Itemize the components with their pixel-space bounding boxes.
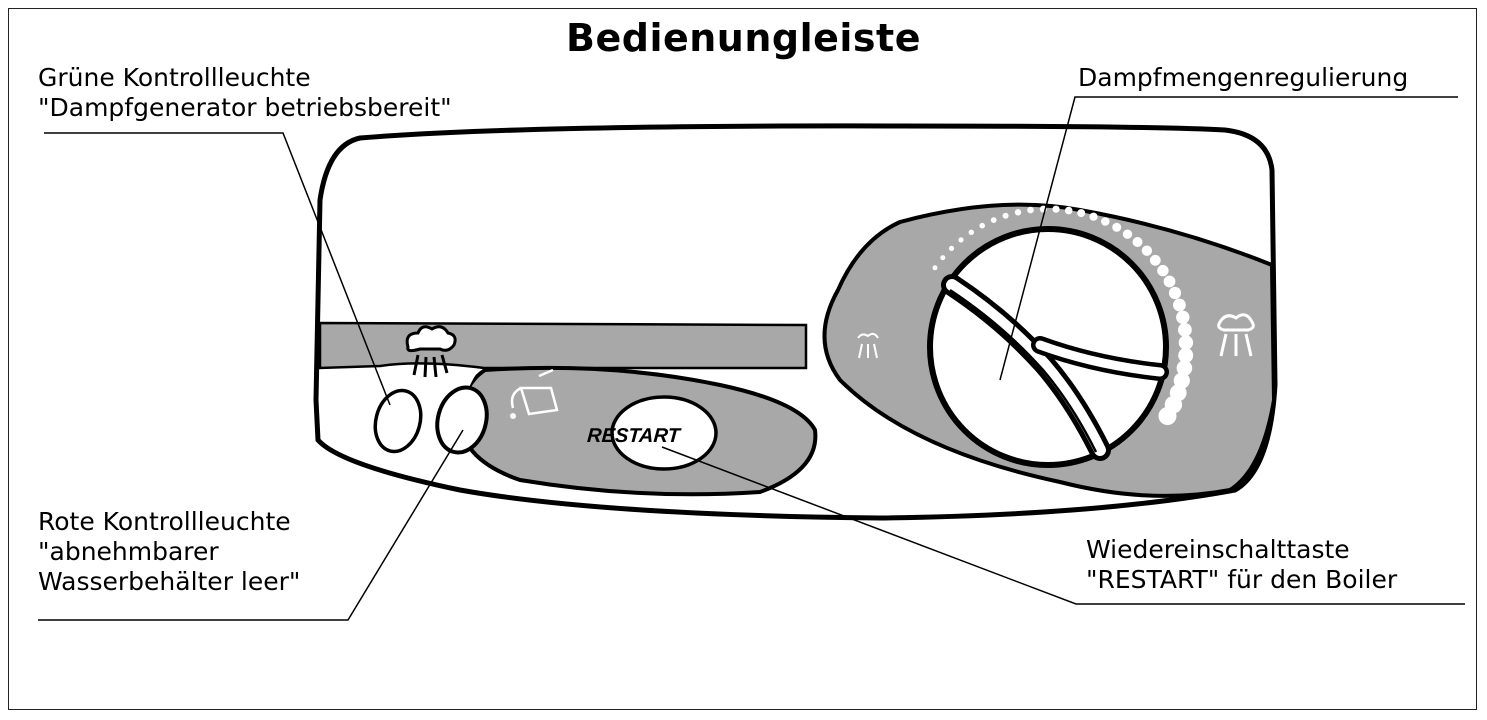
restart-button[interactable] — [610, 395, 718, 471]
dial-grip-edge-inner — [1035, 340, 1165, 377]
leader-red-light — [38, 429, 464, 621]
label-steam-regulation-line1: Dampfmengenregulierung — [1078, 63, 1409, 92]
steam-level-dot — [940, 255, 946, 261]
steam-level-dot — [1052, 205, 1060, 213]
steam-level-dot — [979, 222, 985, 229]
red-indicator-light — [435, 385, 489, 455]
steam-level-dots — [932, 205, 1194, 425]
steam-level-dot — [1163, 275, 1176, 288]
steam-level-dot — [1014, 209, 1022, 216]
diagram-title: Bedienungleiste — [566, 16, 921, 60]
water-jug-icon — [510, 368, 559, 419]
green-indicator-light — [373, 388, 423, 454]
steam-level-dot — [1089, 212, 1098, 221]
label-restart: Wiedereinschalttaste "RESTART" für den B… — [1086, 535, 1397, 595]
leader-restart — [661, 446, 1465, 605]
steam-level-dot — [932, 265, 938, 271]
label-restart-line2: "RESTART" für den Boiler — [1086, 565, 1398, 594]
steam-level-dot — [1132, 237, 1143, 247]
steam-level-dot — [1077, 209, 1086, 218]
steam-level-dot — [1176, 360, 1193, 376]
steam-level-dot — [1141, 245, 1153, 256]
large-steam-icon — [1217, 313, 1255, 357]
steam-level-dot — [1178, 323, 1192, 337]
label-red-light-line2: "abnehmbarer — [38, 537, 219, 566]
leader-steam-regulation — [999, 96, 1458, 381]
label-red-light-line3: Wasserbehälter leer" — [38, 567, 301, 596]
label-restart-line1: Wiedereinschalttaste — [1086, 535, 1350, 564]
steam-level-dot — [1002, 212, 1009, 219]
steam-cloud-icon — [405, 325, 457, 378]
steam-level-dot — [948, 245, 955, 251]
steam-level-dot — [1178, 335, 1194, 350]
steam-level-dot — [1112, 222, 1122, 232]
steam-level-dot — [1157, 264, 1169, 277]
steam-level-dot — [1149, 254, 1161, 266]
diagram-frame — [8, 8, 1477, 710]
label-green-light-line2: "Dampfgenerator betriebsbereit" — [38, 93, 452, 122]
steam-level-dot — [1064, 206, 1073, 215]
restart-button-label: RESTART — [586, 425, 682, 447]
steam-level-dot — [1158, 407, 1177, 425]
steam-level-dot — [1176, 310, 1190, 324]
steam-level-dot — [990, 217, 997, 224]
steam-level-dot — [1173, 298, 1186, 312]
steam-level-dot — [1122, 229, 1133, 239]
label-red-light: Rote Kontrollleuchte "abnehmbarer Wasser… — [38, 507, 300, 597]
leader-green-light — [44, 132, 391, 406]
steam-level-dot — [1027, 206, 1034, 214]
steam-level-dot — [1168, 286, 1182, 300]
leader-lines — [38, 96, 1465, 621]
small-steam-icon — [857, 332, 879, 359]
steam-level-dot — [1101, 217, 1110, 226]
panel-strip — [318, 321, 808, 370]
label-green-light: Grüne Kontrollleuchte "Dampfgenerator be… — [38, 63, 452, 123]
label-steam-regulation: Dampfmengenregulierung — [1078, 63, 1408, 93]
dial-grip-inner — [946, 279, 1106, 456]
steam-level-dot — [968, 229, 974, 235]
steam-level-dot — [1178, 347, 1194, 363]
label-green-light-line1: Grüne Kontrollleuchte — [38, 63, 311, 92]
label-red-light-line1: Rote Kontrollleuchte — [38, 507, 291, 536]
steam-level-dot — [958, 237, 964, 243]
dial-grip-line — [949, 288, 1098, 453]
